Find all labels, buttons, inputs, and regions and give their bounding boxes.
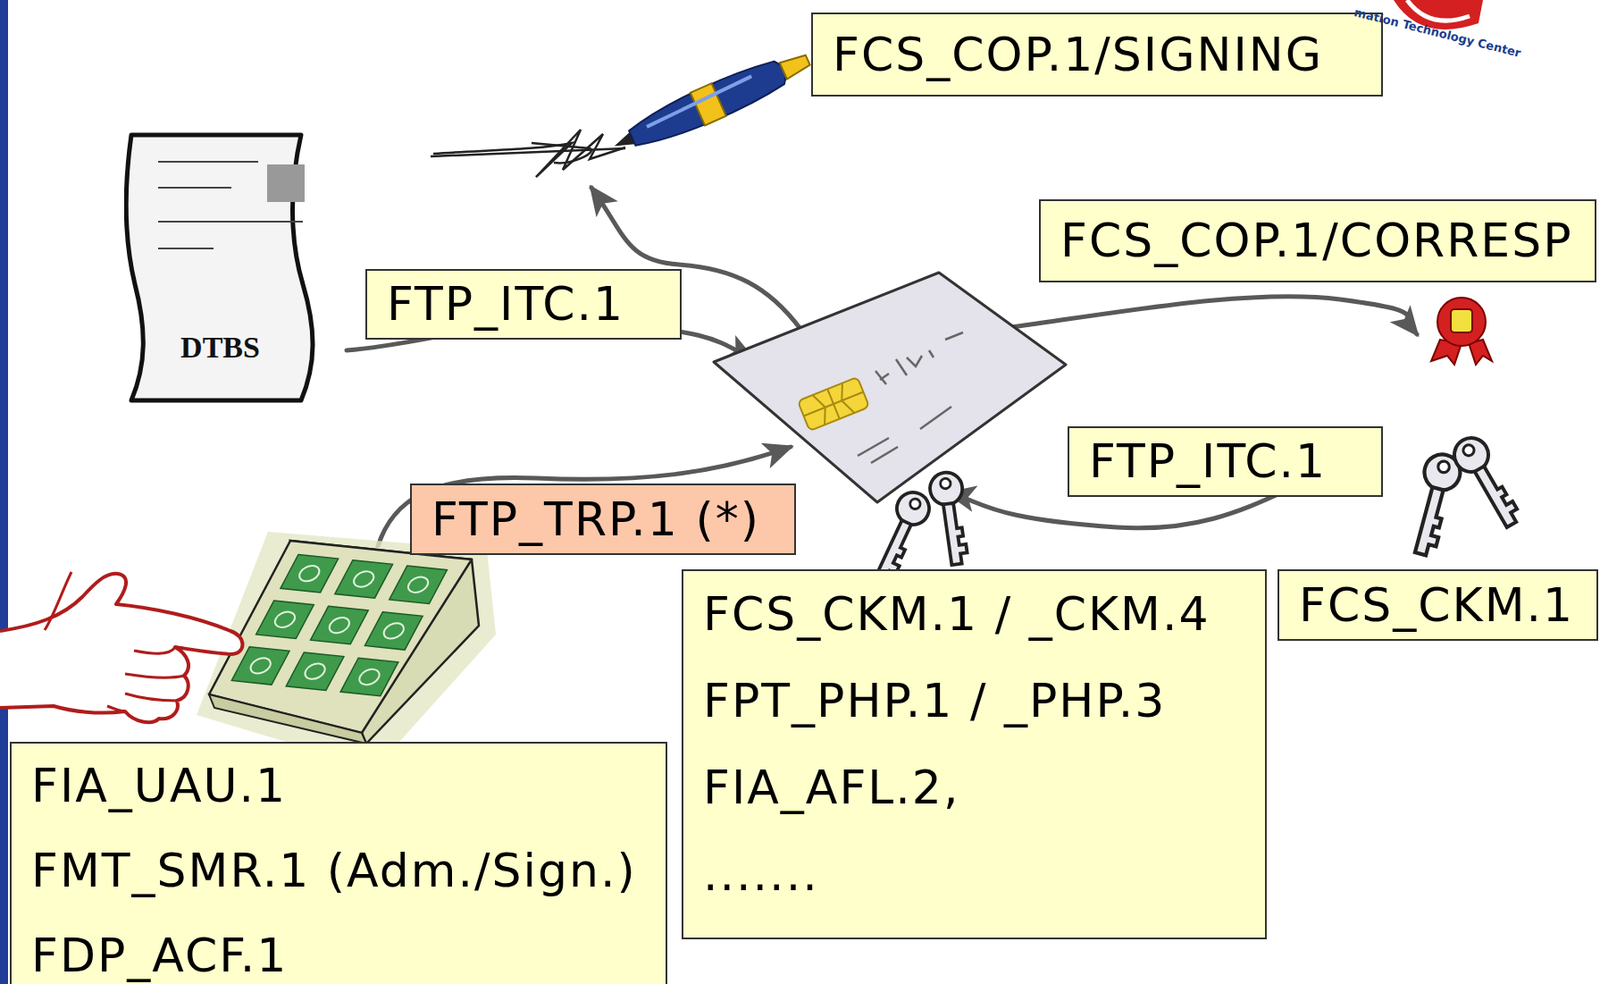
- requirement-text: FTP_TRP.1 (*): [431, 492, 761, 546]
- keypad-key: [364, 611, 423, 650]
- keys: [866, 431, 1527, 585]
- requirement-list-box: FCS_CKM.1 / _CKM.4FPT_PHP.1 / _PHP.3FIA_…: [681, 569, 1267, 939]
- requirement-text: FTP_ITC.1: [1089, 434, 1327, 488]
- document: DTBS: [124, 132, 345, 403]
- text-line: FMT_SMR.1 (Adm./Sign.): [31, 828, 646, 914]
- key-swirl: [271, 611, 298, 629]
- pointing-hand: [0, 573, 243, 722]
- keypad-key: [310, 605, 369, 644]
- keypad-key: [285, 652, 344, 690]
- keypad-key: [335, 560, 394, 598]
- requirement-text: FDP_ACF.1: [31, 928, 288, 982]
- text-line: .......: [703, 830, 1246, 918]
- key-swirl: [404, 576, 431, 594]
- requirement-box: FCS_CKM.1: [1277, 569, 1599, 641]
- requirement-text: FIA_UAU.1: [31, 758, 287, 813]
- requirement-box: FTP_ITC.1: [365, 268, 682, 340]
- key-swirl: [247, 656, 274, 674]
- requirement-text: .......: [703, 846, 820, 901]
- document-label: DTBS: [124, 330, 317, 365]
- key-swirl: [356, 668, 383, 686]
- key-swirl: [380, 621, 407, 639]
- pen: [607, 43, 816, 163]
- key-swirl: [326, 616, 352, 634]
- text-line: FIA_UAU.1: [31, 743, 646, 829]
- keypad-key: [280, 553, 339, 592]
- requirement-list-box: FIA_UAU.1FMT_SMR.1 (Adm./Sign.) FDP_ACF.1: [9, 741, 668, 984]
- requirement-text: FCS_COP.1/CORRESP: [1060, 213, 1574, 268]
- text-line: FCS_CKM.1 / _CKM.4: [703, 570, 1246, 658]
- requirement-text: FTP_ITC.1: [386, 276, 625, 331]
- text-line: FPT_PHP.1 / _PHP.3: [703, 657, 1246, 745]
- requirement-box: FTP_TRP.1 (*): [410, 483, 796, 555]
- requirement-text: FCS_COP.1/SIGNING: [832, 27, 1324, 82]
- requirement-text: FPT_PHP.1 / _PHP.3: [703, 673, 1166, 728]
- requirement-box: FCS_COP.1/CORRESP: [1038, 199, 1597, 283]
- text-line: FDP_ACF.1: [31, 913, 646, 984]
- requirement-text: FMT_SMR.1 (Adm./Sign.): [31, 843, 637, 897]
- requirement-text: FIA_AFL.2,: [703, 760, 960, 814]
- signature: [430, 129, 626, 177]
- keypad-key: [256, 600, 315, 638]
- keypad-key: [340, 657, 399, 696]
- seal: [1431, 297, 1492, 365]
- requirement-text: FCS_CKM.1 / _CKM.4: [703, 586, 1211, 641]
- requirement-box: FCS_COP.1/SIGNING: [811, 12, 1383, 97]
- key-swirl: [301, 662, 328, 680]
- requirement-text: FCS_CKM.1: [1298, 578, 1575, 632]
- text-line: FIA_AFL.2,: [703, 744, 1246, 831]
- smart-card: [713, 272, 1066, 503]
- hand-detail: [44, 571, 185, 712]
- key-swirl: [350, 569, 377, 587]
- side-bar: [0, 0, 9, 984]
- requirement-box: FTP_ITC.1: [1067, 426, 1383, 497]
- key-swirl: [296, 564, 323, 582]
- keypad-key: [389, 565, 448, 604]
